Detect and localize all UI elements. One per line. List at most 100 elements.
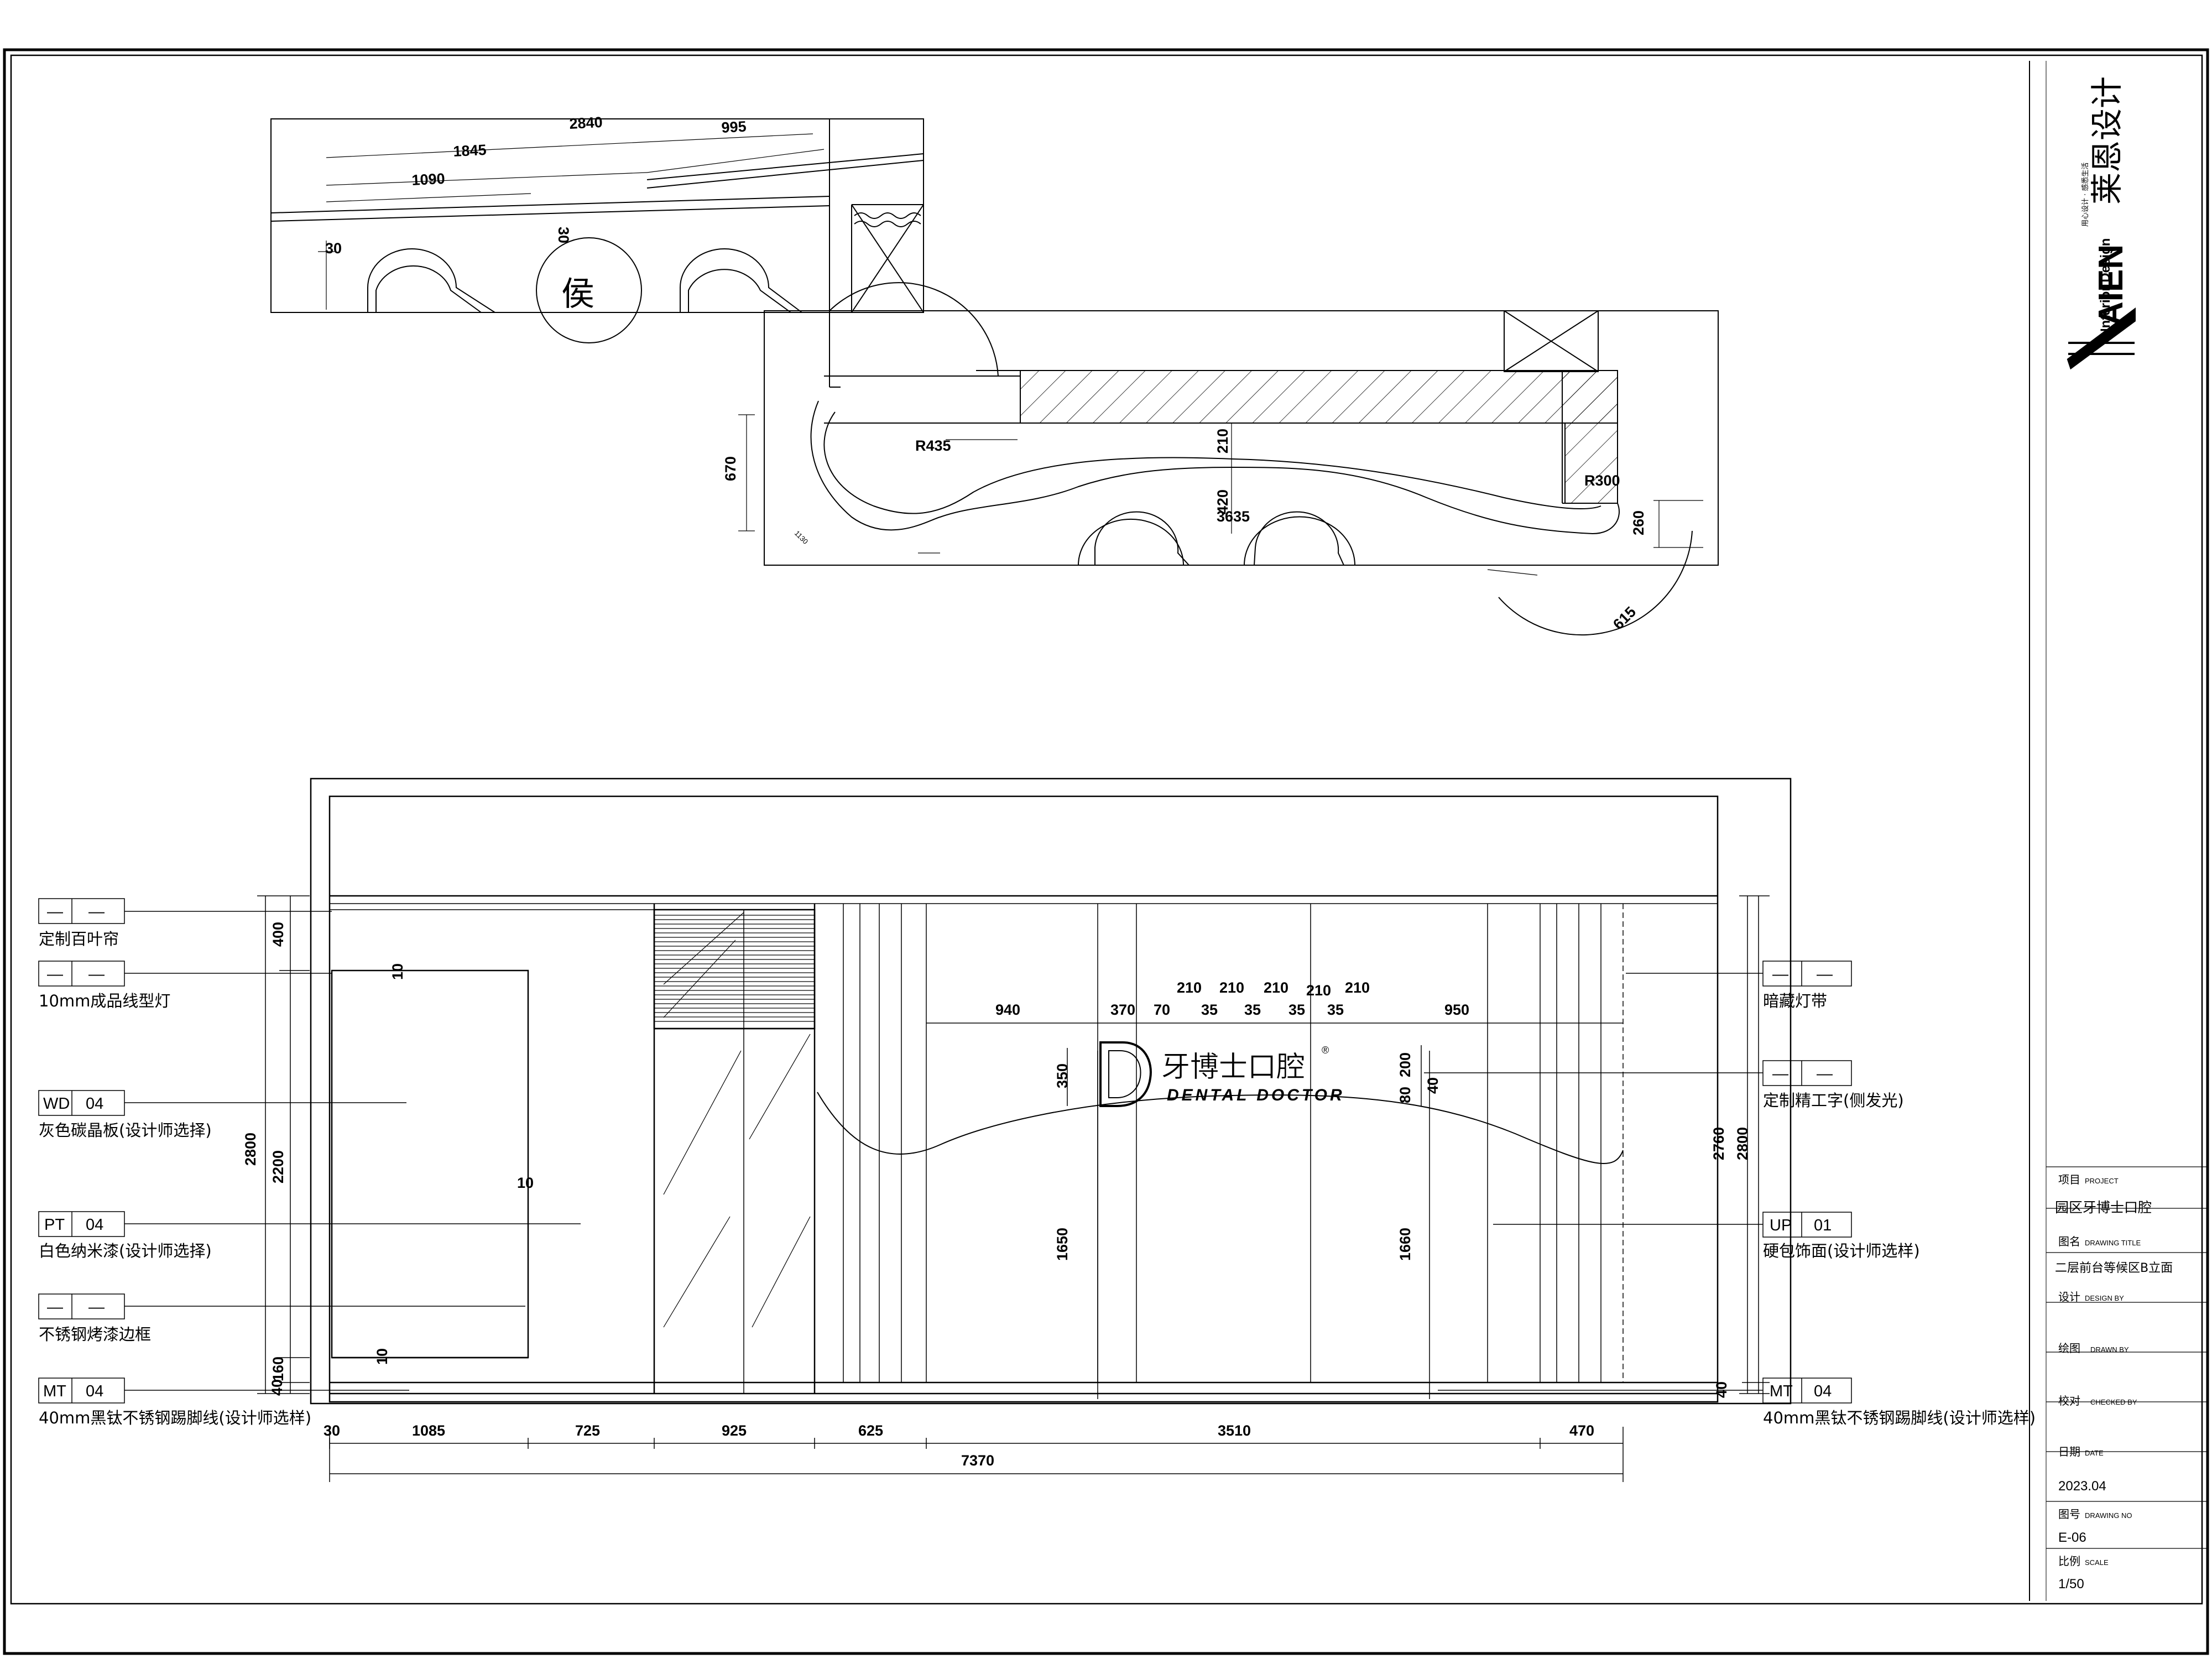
tb-design-label: 设计 [2058, 1290, 2080, 1303]
legend-right-num-2: — [1817, 1065, 1833, 1083]
elev-dim-80: 80 [1397, 1087, 1413, 1103]
counter-dim-670: 670 [722, 456, 739, 481]
elev-dim-200: 200 [1397, 1052, 1413, 1077]
plan-character: 侯 [561, 275, 594, 314]
legend-left-code-1: — [47, 903, 63, 921]
mirror-mark-side: 10 [517, 1175, 534, 1191]
elev-dim-1660: 1660 [1397, 1228, 1413, 1261]
elev-dim-35-2: 35 [1244, 1001, 1261, 1018]
legend-right-code-1: — [1772, 966, 1788, 983]
counter-dim-r435: R435 [915, 437, 951, 454]
title-block-lines [2046, 1166, 2206, 1549]
tb-title: 二层前台等候区B立面 [2055, 1261, 2173, 1275]
plan-dim-995: 995 [721, 118, 747, 136]
brand-cn: 莱恩设计 [2088, 76, 2126, 205]
tb-title-label-en: DRAWING TITLE [2085, 1239, 2141, 1247]
legend-right-text-3: 硬包饰面(设计师选样) [1763, 1241, 1920, 1260]
tb-scale: 1/50 [2058, 1577, 2084, 1592]
clinic-logo [1099, 1041, 1152, 1107]
blind-slats: (function(){ var g = document.currentScr… [654, 915, 815, 1022]
clinic-logo-cn: 牙博士口腔 [1161, 1051, 1305, 1084]
bottom-dim-ticks [329, 1438, 1541, 1449]
elev-dim-2760: 2760 [1710, 1127, 1727, 1160]
elev-dim-2800-left: 2800 [242, 1133, 259, 1166]
plan-dim-1845: 1845 [453, 142, 487, 160]
elev-dim-40-logo: 40 [1425, 1077, 1441, 1094]
bottom-dim-7370: 7370 [961, 1452, 994, 1469]
tb-project: 园区牙博士口腔 [2055, 1199, 2152, 1215]
plan-dim-30-left: 30 [325, 240, 342, 257]
brand-logo-mark [2067, 307, 2136, 370]
tb-no-label-en: DRAWING NO [2085, 1511, 2132, 1520]
legend-left-code-4: PT [44, 1216, 65, 1234]
legend-left-num-5: — [88, 1298, 105, 1316]
legend-right-num-1: — [1817, 966, 1833, 983]
mirror-mark-top: 10 [389, 963, 406, 980]
legend-left-leaders [38, 898, 581, 1404]
tb-drawn-label-en: DRAWN BY [2090, 1345, 2129, 1354]
elev-dim-top-210-1: 210 [1177, 979, 1202, 996]
legend-left-code-5: — [47, 1298, 63, 1316]
counter-dim-615: 615 [1610, 603, 1639, 633]
legend-right-text-1: 暗藏灯带 [1763, 992, 1827, 1010]
legend-right-num-3: 01 [1814, 1217, 1832, 1234]
mirror-mark-bottom: 10 [374, 1348, 390, 1365]
tb-drawn-label: 绘图 [2058, 1342, 2080, 1355]
elev-dim-top-210-3: 210 [1264, 979, 1288, 996]
elev-dim-top-210-4: 210 [1306, 982, 1331, 999]
tb-project-label: 项目 [2058, 1173, 2080, 1186]
legend-left-text-6: 40mm黑钛不锈钢踢脚线(设计师选样) [39, 1408, 311, 1427]
brand-en-bottom: Interior Design [2098, 238, 2113, 332]
legend-left-text-5: 不锈钢烤漆边框 [39, 1325, 151, 1344]
tb-scale-label-en: SCALE [2085, 1558, 2109, 1567]
legend-left-text-1: 定制百叶帘 [39, 930, 119, 948]
elev-dim-940: 940 [995, 1001, 1020, 1018]
legend-right-text-2: 定制精工字(侧发光) [1763, 1091, 1904, 1110]
elevation-dimensions [257, 895, 1770, 1482]
legend-right-code-2: — [1772, 1065, 1788, 1083]
elevation [310, 778, 1792, 1405]
counter-dim-r300: R300 [1584, 472, 1620, 489]
elev-dim-70: 70 [1154, 1001, 1170, 1018]
elev-dim-950: 950 [1444, 1001, 1469, 1018]
bottom-dim-30: 30 [324, 1422, 340, 1439]
tb-design-label-en: DESIGN BY [2085, 1294, 2124, 1302]
legend-left-text-4: 白色纳米漆(设计师选择) [39, 1241, 212, 1260]
brand-slogan: 用心设计 · 感悉生活 [2081, 163, 2090, 227]
elev-dim-370: 370 [1110, 1001, 1135, 1018]
bottom-dim-625: 625 [858, 1422, 883, 1439]
counter-dim-260: 260 [1630, 510, 1647, 535]
legend-left-num-2: — [88, 966, 105, 983]
elev-dim-top-210-2: 210 [1219, 979, 1244, 996]
legend-right-code-4: MT [1770, 1383, 1793, 1400]
legend-left-num-1: — [88, 903, 105, 921]
legend-left-num-3: 04 [86, 1095, 103, 1113]
legend-right-code-3: UP [1770, 1217, 1792, 1234]
tb-no: E-06 [2058, 1530, 2086, 1545]
legend-right-leaders [1424, 961, 1852, 1404]
tb-checked-label-en: CHECKED BY [2090, 1398, 2137, 1406]
legend-left-code-3: WD [43, 1095, 70, 1113]
tb-title-label: 图名 [2058, 1235, 2080, 1248]
clinic-logo-en: DENTAL DOCTOR [1167, 1086, 1345, 1104]
brand-en-top: AIEN [2092, 244, 2130, 326]
counter-dim-420: 420 [1214, 489, 1231, 514]
bottom-dim-925: 925 [722, 1422, 747, 1439]
elev-dim-35-4: 35 [1327, 1001, 1344, 1018]
legend-left-text-2: 10mm成品线型灯 [39, 992, 170, 1010]
plan-fragment [270, 118, 924, 343]
elev-dim-35-3: 35 [1288, 1001, 1305, 1018]
elev-dim-40-right: 40 [1713, 1381, 1730, 1398]
legend-right-num-4: 04 [1814, 1383, 1832, 1400]
tb-checked-label: 校对 [2058, 1394, 2080, 1407]
counter-dim-1130: 1130 [793, 529, 810, 546]
elev-dim-1650: 1650 [1054, 1228, 1071, 1261]
tb-no-label: 图号 [2058, 1507, 2080, 1521]
elev-dim-35-1: 35 [1201, 1001, 1218, 1018]
bottom-dim-725: 725 [575, 1422, 600, 1439]
tb-scale-label: 比例 [2058, 1554, 2080, 1568]
tb-project-label-en: PROJECT [2085, 1177, 2119, 1185]
elev-dim-2200: 2200 [270, 1150, 286, 1183]
outer-border [3, 48, 2209, 1655]
